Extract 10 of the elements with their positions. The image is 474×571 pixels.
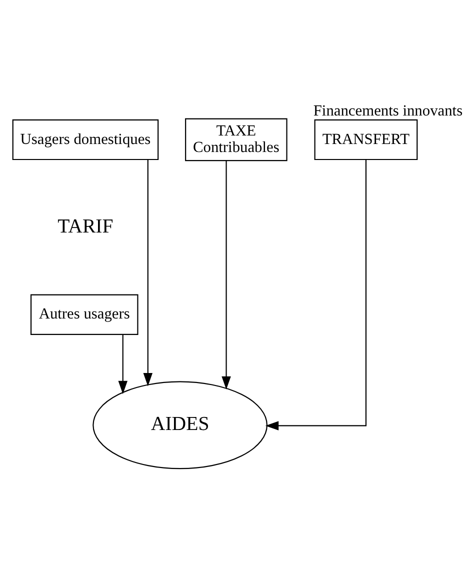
node-box: TAXE Contribuables [185,118,288,161]
arrow [143,159,153,386]
node-box: Usagers domestiques [12,118,159,160]
node-box: Autres usagers [30,294,138,334]
label: TARIF [58,215,114,238]
arrow [118,334,128,394]
node-box: TRANSFERT [314,118,418,160]
node-label: Financements innovants [313,102,463,120]
arrow [222,160,231,390]
arrow [265,159,367,430]
